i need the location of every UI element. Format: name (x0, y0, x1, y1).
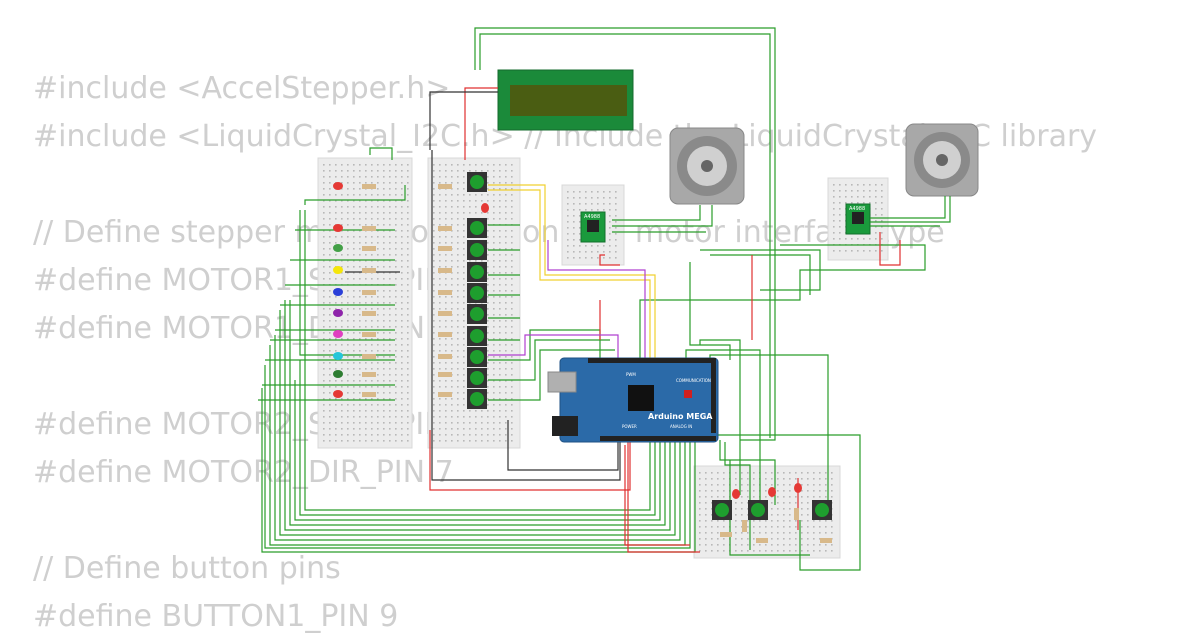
resistor (362, 226, 376, 231)
led (333, 352, 343, 360)
stepper-motor-1[interactable] (669, 127, 745, 205)
led (481, 203, 489, 213)
resistor-b1 (720, 532, 732, 537)
wires-black (345, 91, 621, 481)
resistor-b4 (742, 520, 747, 532)
led (333, 224, 343, 232)
resistor (438, 226, 452, 231)
resistor-b3 (820, 538, 832, 543)
led (333, 390, 343, 398)
resistor (362, 372, 376, 377)
arduino-mega-board[interactable]: Arduino MEGA PWM COMMUNICATION POWER ANA… (547, 357, 719, 443)
resistor (438, 246, 452, 251)
bottom-board-components (712, 483, 832, 543)
resistor (438, 290, 452, 295)
resistor (438, 311, 452, 316)
stepper-driver-2[interactable]: A4988 (845, 203, 871, 235)
board-name: Arduino MEGA (648, 412, 713, 421)
resistor (362, 246, 376, 251)
led (333, 288, 343, 296)
power-jack (552, 416, 578, 436)
resistor (362, 290, 376, 295)
stepper-motor-2[interactable] (905, 123, 979, 197)
push-button[interactable] (467, 172, 487, 192)
header-right (711, 363, 716, 433)
led (333, 266, 343, 274)
header-top (588, 358, 716, 363)
stepper-driver-1[interactable]: A4988 (580, 211, 606, 243)
code-line: #define MOTOR2_DIR_PIN 7 (33, 455, 454, 490)
driver-1-label: A4988 (584, 214, 600, 220)
led (333, 244, 343, 252)
led (333, 330, 343, 338)
led-red-b3 (794, 483, 802, 493)
push-button-b3[interactable] (812, 500, 832, 520)
push-button[interactable] (467, 262, 487, 282)
push-button-b1[interactable] (712, 500, 732, 520)
board-label-power: POWER (622, 424, 637, 429)
push-button[interactable] (467, 304, 487, 324)
reset-button[interactable] (684, 390, 692, 398)
resistor-b2 (756, 538, 768, 543)
wires-red (429, 87, 901, 553)
wires-green (258, 27, 951, 571)
lcd-screen (510, 85, 627, 116)
usb-port (547, 371, 577, 393)
resistor (362, 184, 376, 189)
push-button[interactable] (467, 368, 487, 388)
push-button[interactable] (467, 240, 487, 260)
resistor-b5 (794, 508, 799, 520)
resistor (438, 392, 452, 397)
push-button[interactable] (467, 326, 487, 346)
board-label-pwm: PWM (626, 372, 636, 377)
led (333, 309, 343, 317)
push-button[interactable] (467, 347, 487, 367)
led (333, 370, 343, 378)
code-line: #include <AccelStepper.h> (33, 71, 451, 106)
resistor (362, 332, 376, 337)
board-label-analog: ANALOG IN (670, 424, 692, 429)
push-button[interactable] (467, 283, 487, 303)
chip (628, 385, 654, 411)
resistors (362, 184, 452, 397)
lcd-display[interactable] (497, 69, 634, 131)
driver-2-label: A4988 (849, 206, 865, 212)
resistor (362, 311, 376, 316)
push-buttons (467, 172, 489, 409)
resistor (438, 332, 452, 337)
code-line: // Define button pins (33, 551, 341, 586)
led-red-b1 (732, 489, 740, 499)
led-array (333, 182, 343, 398)
led (333, 182, 343, 190)
resistor (362, 392, 376, 397)
code-line: #define BUTTON1_PIN 9 (33, 599, 399, 634)
header-bottom (600, 436, 716, 441)
resistor (438, 184, 452, 189)
led-red-b2 (768, 487, 776, 497)
wires-signal (488, 184, 656, 360)
resistor (362, 268, 376, 273)
resistor (438, 372, 452, 377)
push-button[interactable] (467, 218, 487, 238)
resistor (362, 354, 376, 359)
resistor (438, 268, 452, 273)
push-button[interactable] (467, 389, 487, 409)
resistor (438, 354, 452, 359)
board-label-comm: COMMUNICATION (676, 378, 711, 383)
push-button-b2[interactable] (748, 500, 768, 520)
